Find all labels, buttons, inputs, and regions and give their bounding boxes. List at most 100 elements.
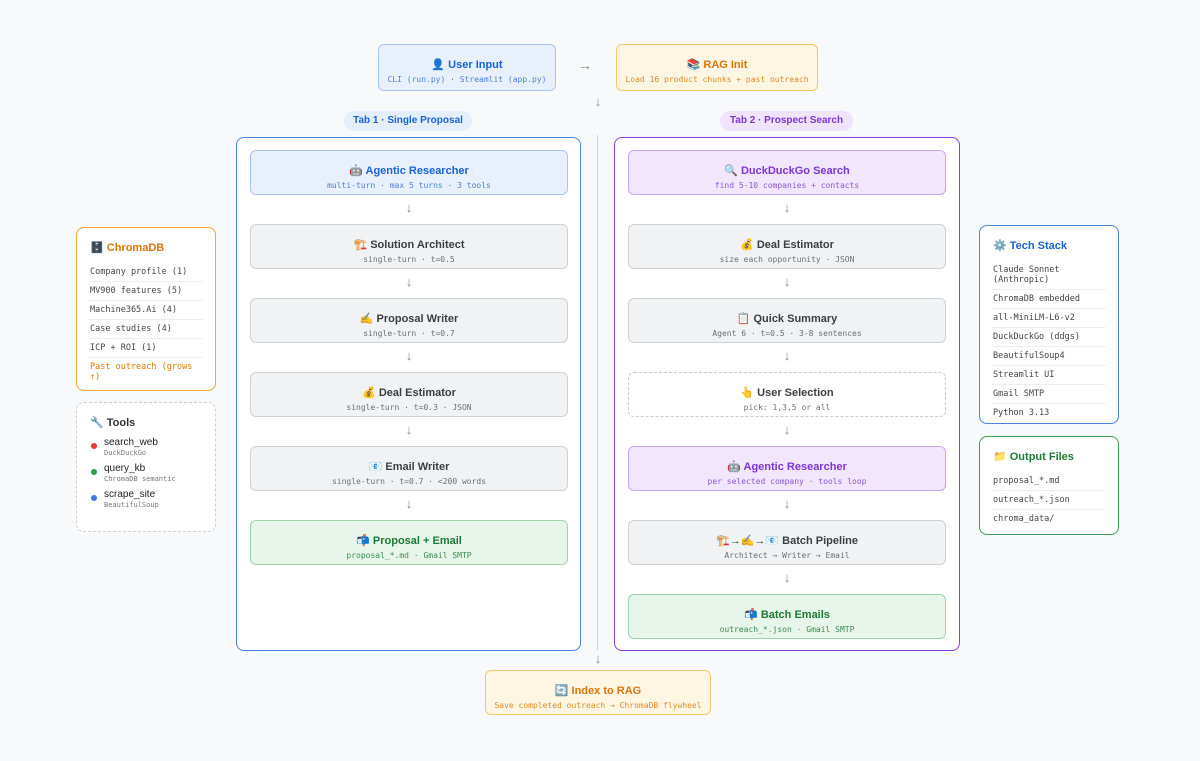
arrow-right: →	[578, 57, 592, 73]
node-title: ✍️ Proposal Writer	[359, 313, 459, 325]
tech-item: BeautifulSoup4	[992, 347, 1106, 366]
tool-dot	[91, 495, 97, 501]
arrow-down: ↓	[783, 422, 791, 437]
tech-item: Streamlit UI	[992, 366, 1106, 385]
tech-item: Python 3.13	[993, 408, 1050, 418]
arrow-down: ↓	[405, 274, 413, 289]
tech-stack-panel: ⚙️ Tech Stack Claude Sonnet (Anthropic) …	[979, 225, 1119, 424]
batch-emails-node: 📬 Batch Emails outreach_*.json · Gmail S…	[628, 594, 946, 639]
node-title: 🤖 Agentic Researcher	[349, 165, 469, 177]
tool-desc: ChromaDB semantic	[104, 475, 176, 483]
chromadb-item-highlight: Past outreach (grows ↑)	[90, 362, 193, 382]
tab-prospect-search: Tab 2 · Prospect Search	[720, 111, 853, 131]
arrow-down-top: ↓	[594, 94, 602, 109]
tech-item: Gmail SMTP	[992, 385, 1106, 404]
user-input-node: 👤 User Input CLI (run.py) · Streamlit (a…	[378, 44, 556, 91]
chromadb-title: 🗄️ ChromaDB	[90, 242, 165, 254]
chromadb-item: MV900 features (5)	[89, 282, 203, 301]
rag-init-node: 📚 RAG Init Load 16 product chunks + past…	[616, 44, 818, 91]
tool-name: search_web	[104, 437, 158, 448]
node-title: 🤖 Agentic Researcher	[727, 461, 847, 473]
node-title: 🏗️ Solution Architect	[353, 239, 465, 251]
node-sub: single-turn · t=0.3 · JSON	[346, 403, 472, 412]
tool-dot	[91, 443, 97, 449]
email-writer-node: 📧 Email Writer single-turn · t=0.7 · <20…	[250, 446, 568, 491]
chromadb-panel: 🗄️ ChromaDB Company profile (1) MV900 fe…	[76, 227, 216, 391]
chromadb-item: Case studies (4)	[89, 320, 203, 339]
tech-item: ChromaDB embedded	[992, 290, 1106, 309]
node-sub: proposal_*.md · Gmail SMTP	[346, 551, 472, 560]
arrow-down: ↓	[405, 348, 413, 363]
output-file-item: proposal_*.md	[992, 472, 1106, 491]
user-input-title: 👤 User Input	[431, 59, 503, 71]
tool-desc: BeautifulSoup	[104, 501, 159, 509]
tool-name: query_kb	[104, 463, 146, 474]
arrow-down: ↓	[783, 274, 791, 289]
user-input-sub: CLI (run.py) · Streamlit (app.py)	[387, 75, 547, 84]
arrow-down: ↓	[405, 496, 413, 511]
node-sub: single-turn · t=0.7	[363, 329, 455, 338]
duckduckgo-search-node: 🔍 DuckDuckGo Search find 5-10 companies …	[628, 150, 946, 195]
node-title: 🔄 Index to RAG	[554, 685, 642, 697]
tool-dot	[91, 469, 97, 475]
chromadb-item: ICP + ROI (1)	[89, 339, 203, 358]
tool-desc: DuckDuckGo	[104, 449, 147, 457]
output-file-item: outreach_*.json	[992, 491, 1106, 510]
tab-single-proposal: Tab 1 · Single Proposal	[344, 111, 472, 131]
node-title: 📋 Quick Summary	[736, 313, 838, 325]
output-files-panel: 📁 Output Files proposal_*.md outreach_*.…	[979, 436, 1119, 535]
arrow-down: ↓	[405, 200, 413, 215]
node-sub: Save completed outreach → ChromaDB flywh…	[494, 701, 702, 710]
node-sub: pick: 1,3,5 or all	[743, 403, 831, 412]
tech-item: DuckDuckGo (ddgs)	[992, 328, 1106, 347]
deal-estimator-node-2: 💰 Deal Estimator size each opportunity ·…	[628, 224, 946, 269]
node-sub: outreach_*.json · Gmail SMTP	[719, 625, 855, 634]
node-title: 📬 Proposal + Email	[356, 535, 462, 547]
node-sub: Architect → Writer → Email	[724, 551, 850, 560]
user-selection-node: 👆 User Selection pick: 1,3,5 or all	[628, 372, 946, 417]
quick-summary-node: 📋 Quick Summary Agent 6 · t=0.5 · 3-8 se…	[628, 298, 946, 343]
output-files-title: 📁 Output Files	[993, 451, 1074, 463]
output-file-item: chroma_data/	[993, 514, 1055, 524]
node-title: 👆 User Selection	[740, 387, 834, 399]
node-sub: Agent 6 · t=0.5 · 3-8 sentences	[712, 329, 862, 338]
node-title: 💰 Deal Estimator	[740, 239, 834, 251]
tool-name: scrape_site	[104, 489, 156, 500]
tech-item: Claude Sonnet (Anthropic)	[992, 261, 1106, 290]
arrow-down: ↓	[405, 422, 413, 437]
node-sub: single-turn · t=0.7 · <200 words	[331, 477, 487, 486]
rag-init-sub: Load 16 product chunks + past outreach	[625, 75, 809, 84]
tools-title: 🔧 Tools	[90, 417, 136, 429]
arrow-down-bottom: ↓	[594, 651, 602, 666]
proposal-writer-node: ✍️ Proposal Writer single-turn · t=0.7	[250, 298, 568, 343]
node-title: 💰 Deal Estimator	[362, 387, 456, 399]
node-title: 📧 Email Writer	[368, 461, 450, 473]
chromadb-item: Company profile (1)	[89, 263, 203, 282]
arrow-down: ↓	[783, 348, 791, 363]
batch-pipeline-node: 🏗️→✍️→📧 Batch Pipeline Architect → Write…	[628, 520, 946, 565]
proposal-email-node: 📬 Proposal + Email proposal_*.md · Gmail…	[250, 520, 568, 565]
node-title: 🔍 DuckDuckGo Search	[724, 165, 850, 177]
arrow-down: ↓	[783, 570, 791, 585]
tech-stack-title: ⚙️ Tech Stack	[993, 240, 1068, 252]
chromadb-item: Machine365.Ai (4)	[89, 301, 203, 320]
arrow-down: ↓	[783, 496, 791, 511]
index-to-rag-node: 🔄 Index to RAG Save completed outreach →…	[485, 670, 711, 715]
node-sub: single-turn · t=0.5	[363, 255, 455, 264]
agentic-researcher-node: 🤖 Agentic Researcher multi-turn · max 5 …	[250, 150, 568, 195]
solution-architect-node: 🏗️ Solution Architect single-turn · t=0.…	[250, 224, 568, 269]
center-divider	[597, 135, 598, 650]
node-sub: multi-turn · max 5 turns · 3 tools	[327, 181, 491, 190]
node-sub: size each opportunity · JSON	[719, 255, 855, 264]
node-title: 🏗️→✍️→📧 Batch Pipeline	[716, 535, 858, 547]
agentic-researcher-node-2: 🤖 Agentic Researcher per selected compan…	[628, 446, 946, 491]
deal-estimator-node: 💰 Deal Estimator single-turn · t=0.3 · J…	[250, 372, 568, 417]
node-title: 📬 Batch Emails	[744, 609, 830, 621]
rag-init-title: 📚 RAG Init	[686, 59, 748, 71]
node-sub: find 5-10 companies + contacts	[714, 181, 860, 190]
arrow-down: ↓	[783, 200, 791, 215]
